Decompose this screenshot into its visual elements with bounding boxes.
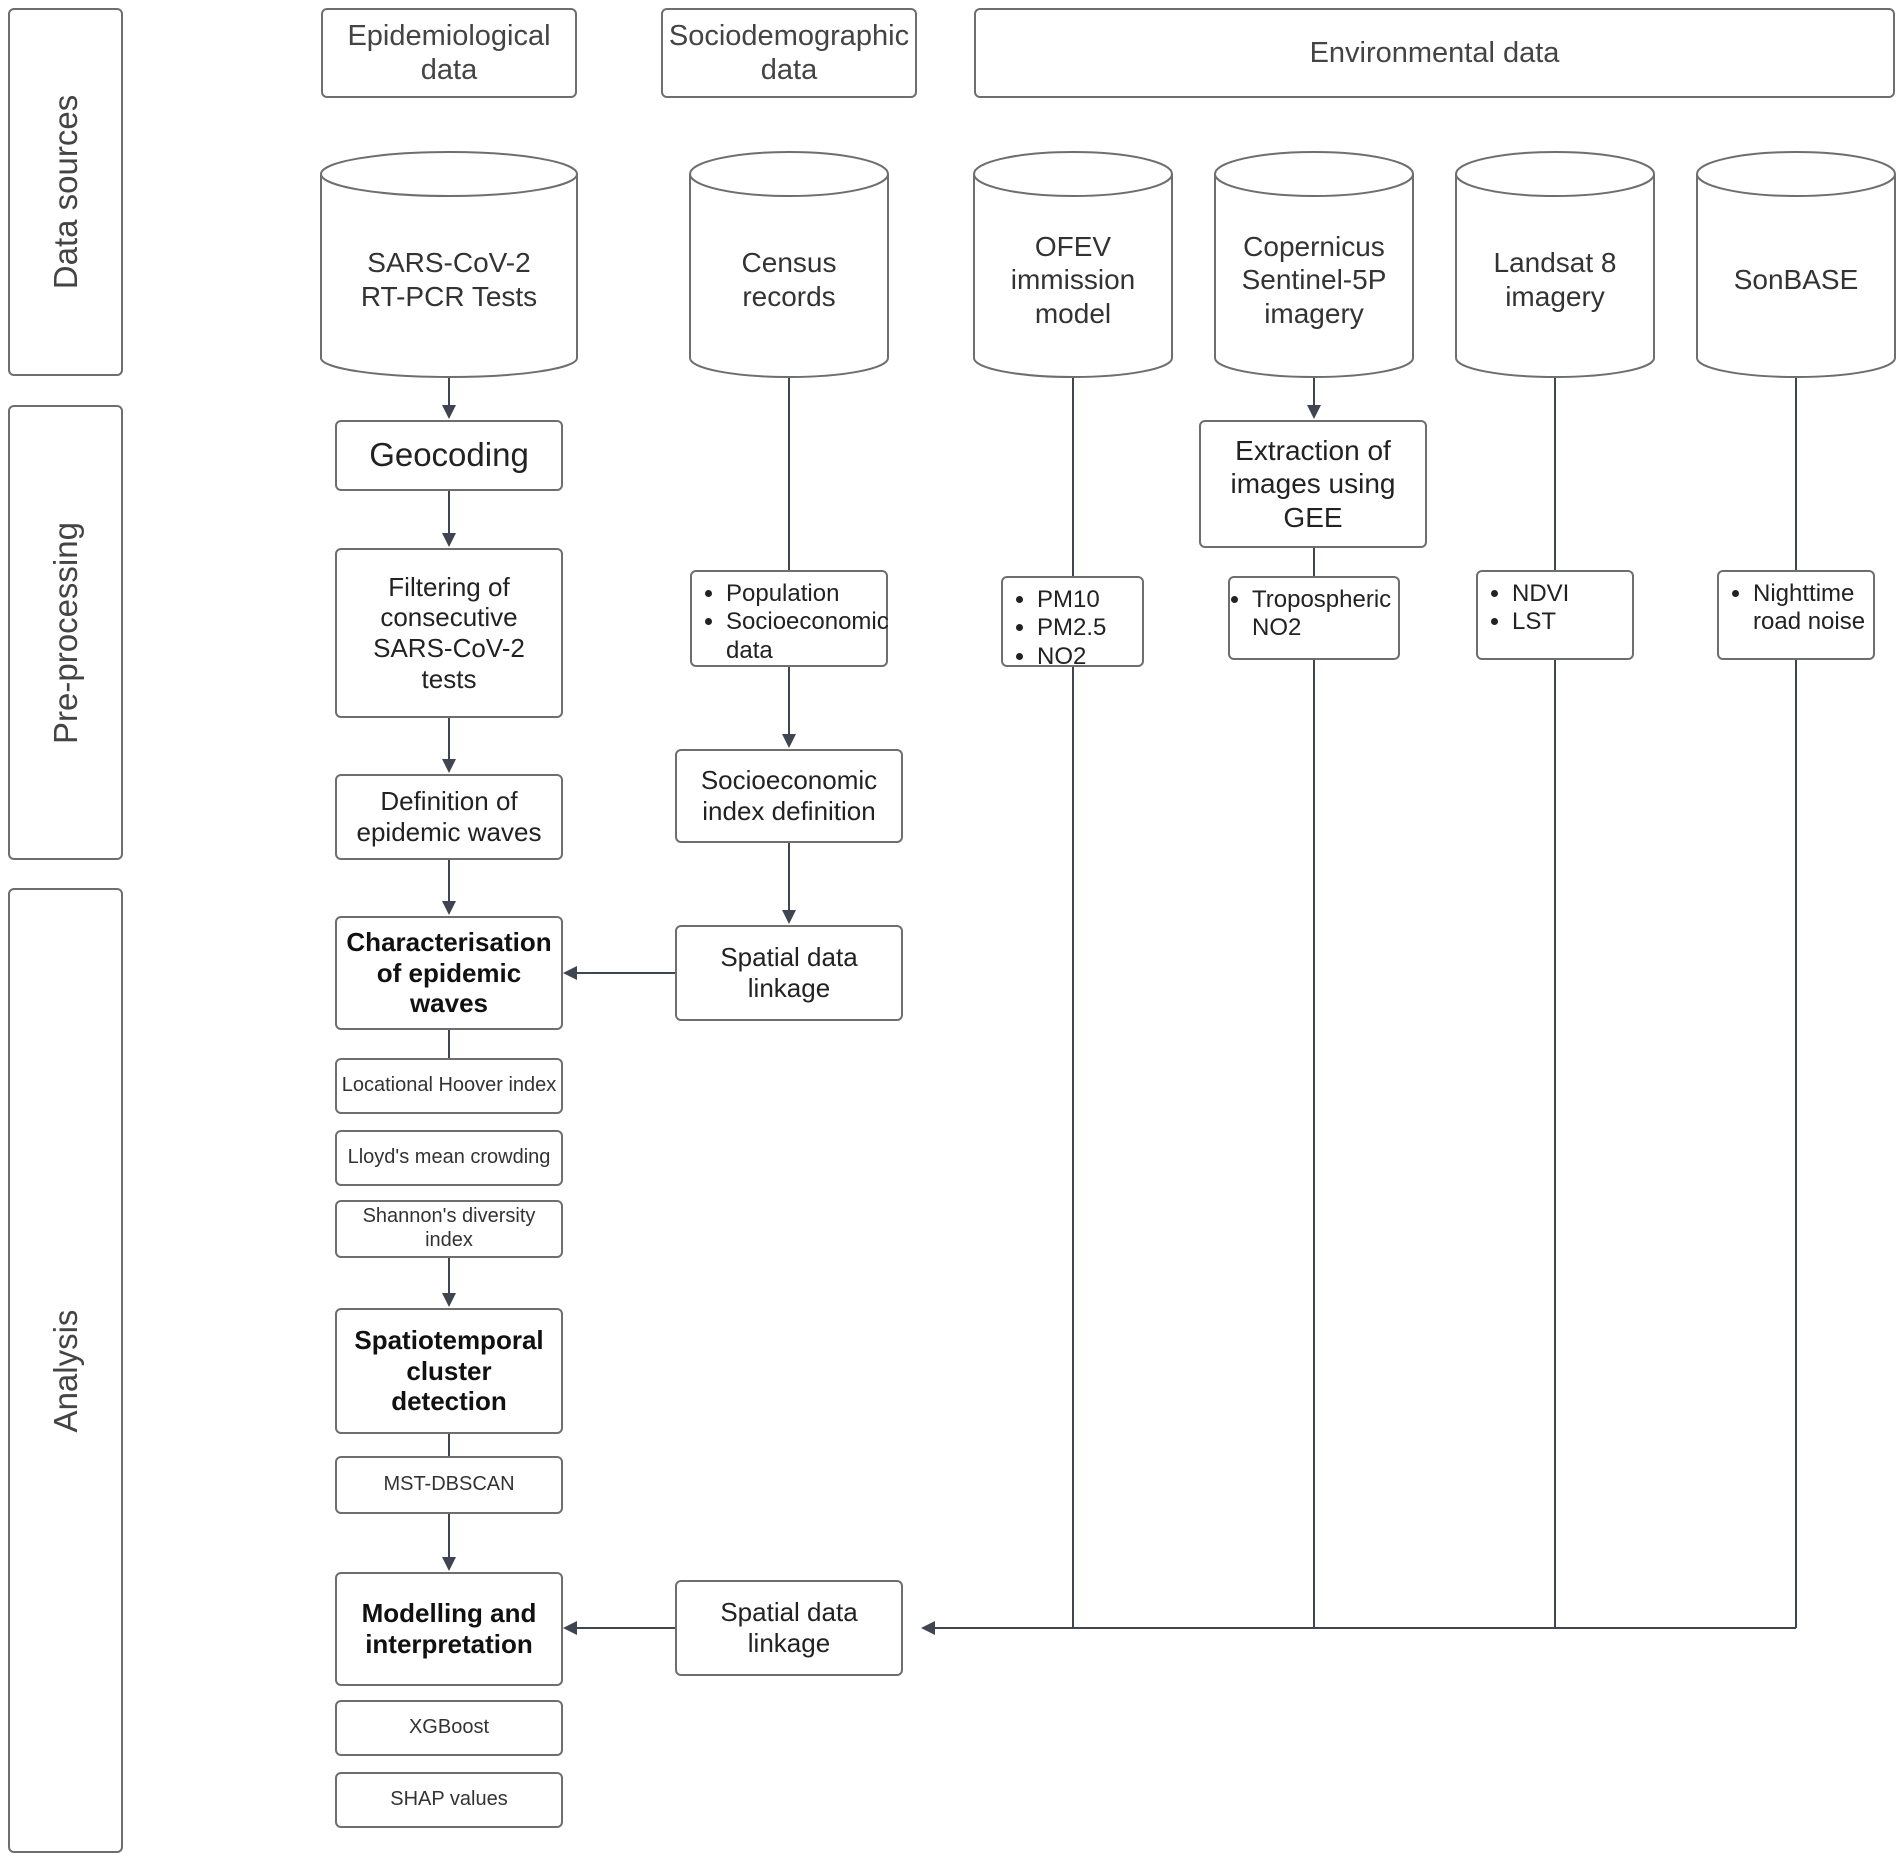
lane-data-sources: Data sources: [8, 8, 123, 376]
step-definition-waves: Definition of epidemic waves: [335, 774, 563, 860]
variable-tropospheric-no2: Tropospheric NO2: [1252, 586, 1392, 643]
step-extraction-gee: Extraction of images using GEE: [1199, 420, 1427, 548]
method-shannon: Shannon's diversity index: [335, 1200, 563, 1258]
source-copernicus-label: Copernicus Sentinel-5P imagery: [1241, 230, 1387, 329]
step-filtering: Filtering of consecutive SARS-CoV-2 test…: [335, 548, 563, 718]
header-epidemiological: Epidemiological data: [321, 8, 577, 98]
variable-nighttime-road-noise: Nighttime road noise: [1753, 580, 1867, 637]
lane-analysis: Analysis: [8, 888, 123, 1853]
variable-pm25: PM2.5: [1037, 614, 1106, 642]
method-shap: SHAP values: [335, 1772, 563, 1828]
step-spatial-linkage-lower: Spatial data linkage: [675, 1580, 903, 1676]
variable-lst: LST: [1512, 608, 1569, 636]
variable-no2: NO2: [1037, 643, 1106, 671]
source-landsat-label: Landsat 8 imagery: [1493, 247, 1617, 312]
variables-sonbase: Nighttime road noise: [1717, 570, 1875, 660]
source-sars-label: SARS-CoV-2 RT-PCR Tests: [360, 247, 538, 312]
header-sociodemographic: Sociodemographic data: [661, 8, 917, 98]
lane-label-analysis: Analysis: [46, 1309, 84, 1432]
database-cylinder-sars: [320, 151, 578, 378]
variable-ndvi: NDVI: [1512, 580, 1569, 608]
lane-pre-processing: Pre-processing: [8, 405, 123, 860]
step-characterisation: Characterisation of epidemic waves: [335, 916, 563, 1030]
variables-landsat: NDVI LST: [1476, 570, 1634, 660]
variable-socioeconomic-data: Socioeconomic data: [726, 608, 889, 665]
database-cylinder-sonbase: [1696, 151, 1896, 378]
step-modelling: Modelling and interpretation: [335, 1572, 563, 1686]
source-ofev-label: OFEV immission model: [1010, 230, 1136, 329]
source-sonbase-label: SonBASE: [1733, 264, 1859, 296]
variables-census: Population Socioeconomic data: [690, 570, 889, 667]
variables-ofev: PM10 PM2.5 NO2: [1001, 576, 1144, 670]
step-socio-index: Socioeconomic index definition: [675, 749, 903, 843]
variable-population: Population: [726, 580, 889, 608]
database-cylinder-copernicus: [1214, 151, 1414, 378]
method-lloyd: Lloyd's mean crowding: [335, 1130, 563, 1186]
variable-pm10: PM10: [1037, 586, 1106, 614]
source-census-label: Census records: [741, 247, 837, 312]
method-locational-hoover: Locational Hoover index: [335, 1058, 563, 1114]
method-mst-dbscan: MST-DBSCAN: [335, 1456, 563, 1514]
database-cylinder-landsat: [1455, 151, 1655, 378]
step-geocoding: Geocoding: [335, 420, 563, 491]
variables-copernicus: Tropospheric NO2: [1228, 576, 1400, 660]
header-environmental: Environmental data: [974, 8, 1895, 98]
database-cylinder-ofev: [973, 151, 1173, 378]
step-spatial-linkage-upper: Spatial data linkage: [675, 925, 903, 1021]
database-cylinder-census: [689, 151, 889, 378]
method-xgboost: XGBoost: [335, 1700, 563, 1756]
step-spatiotemporal: Spatiotemporal cluster detection: [335, 1308, 563, 1434]
lane-label-data-sources: Data sources: [46, 94, 84, 290]
lane-label-pre-processing: Pre-processing: [46, 521, 84, 744]
